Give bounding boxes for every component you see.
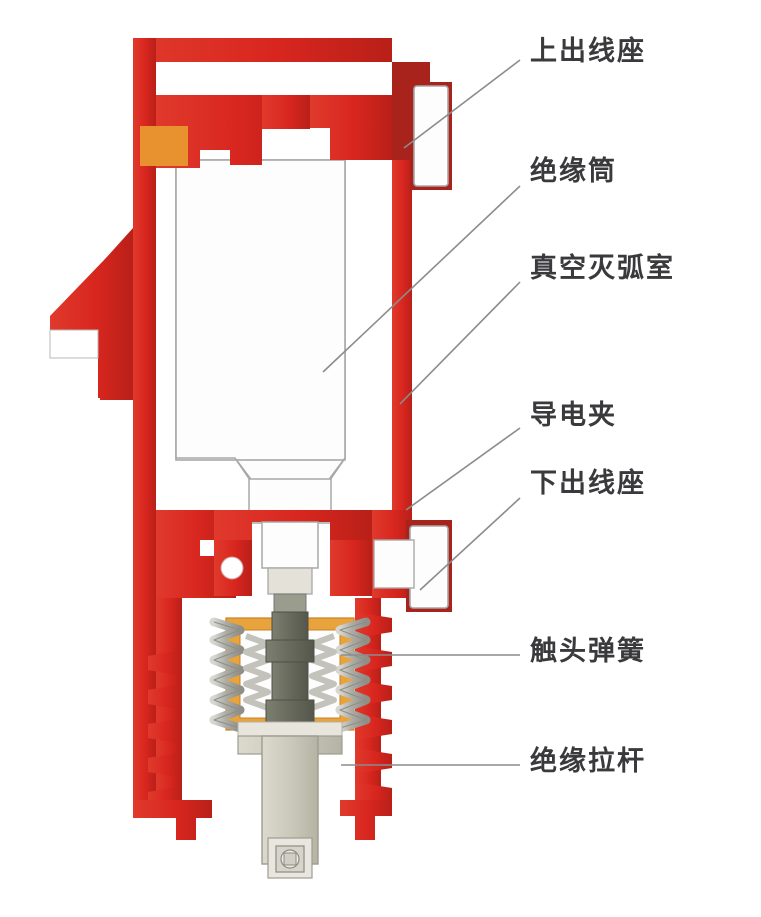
leader-insulating-cylinder (322, 185, 521, 373)
left-coil-spring (209, 617, 245, 733)
orange-gasket-insert (140, 126, 188, 166)
callout-label-contact-spring: 触头弹簧 (530, 636, 646, 667)
leader-vacuum-interrupter (399, 281, 521, 405)
interrupter-lower-stem (261, 521, 319, 613)
callout-label-insulating-cylinder: 绝缘筒 (530, 156, 617, 187)
callout-label-insulating-pull-rod: 绝缘拉杆 (530, 746, 646, 777)
callout-label-conductive-clamp: 导电夹 (530, 400, 617, 431)
contact-spring-assembly (209, 611, 371, 737)
callout-label-lower-outlet-seat: 下出线座 (530, 468, 646, 499)
leader-lower-outlet-seat (419, 497, 521, 591)
right-coil-spring (335, 617, 371, 733)
insulating-pull-rod-part (237, 735, 343, 879)
leader-conductive-clamp (405, 427, 521, 511)
callout-label-vacuum-interrupter: 真空灭弧室 (530, 253, 675, 284)
callout-label-upper-outlet-seat: 上出线座 (530, 36, 646, 67)
upper-outlet-terminal (413, 85, 449, 187)
leader-upper-outlet-seat (403, 59, 521, 149)
callout-leader-lines (322, 59, 521, 766)
lower-outlet-terminal (373, 525, 449, 609)
left-skirt-fins (133, 598, 212, 840)
right-skirt-fins (340, 598, 392, 840)
